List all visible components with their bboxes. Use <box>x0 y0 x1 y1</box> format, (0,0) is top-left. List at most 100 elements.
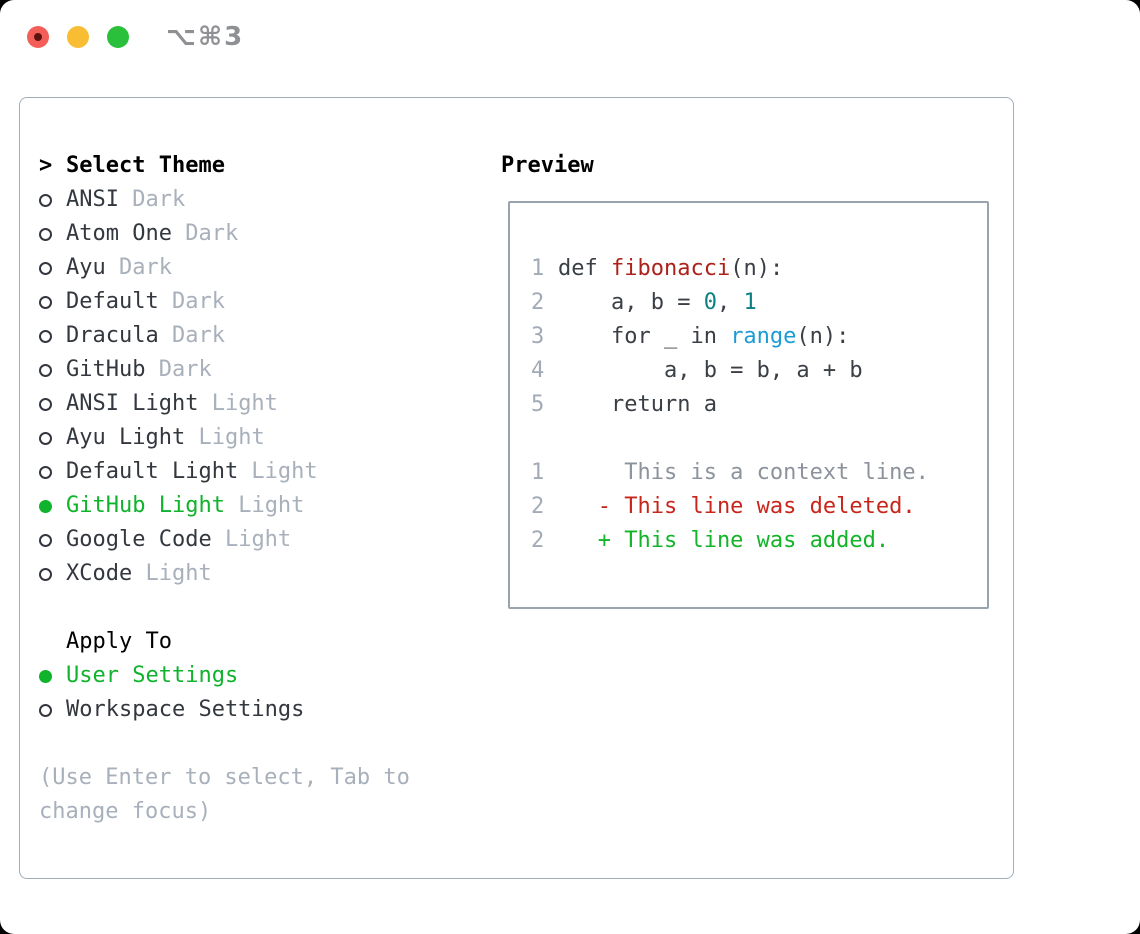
theme-option-xcode[interactable]: XCode Light <box>39 557 459 591</box>
code-line: 1 This is a context line. <box>531 455 987 489</box>
theme-variant-tag: Dark <box>158 323 225 348</box>
theme-option-ayu-light[interactable]: Ayu Light Light <box>39 421 459 455</box>
line-number: 1 <box>531 255 545 281</box>
radio-icon <box>39 567 66 581</box>
code-token: for _ in <box>558 323 731 349</box>
radio-icon <box>39 227 66 241</box>
theme-option-ayu[interactable]: Ayu Dark <box>39 251 459 285</box>
spacer <box>39 727 459 761</box>
theme-option-github[interactable]: GitHub Dark <box>39 353 459 387</box>
title-bar: ⌥⌘3 <box>0 0 1140 74</box>
code-token: fibonacci <box>610 255 731 281</box>
theme-option-default[interactable]: Default Dark <box>39 285 459 319</box>
apply-option-name: User Settings <box>66 663 239 688</box>
theme-variant-tag: Dark <box>171 221 239 246</box>
theme-name: Google Code <box>66 527 212 552</box>
radio-icon <box>39 397 66 411</box>
theme-option-default-light[interactable]: Default Light Light <box>39 455 459 489</box>
keyboard-hint: (Use Enter to select, Tab to change focu… <box>39 765 410 824</box>
code-token: range <box>730 323 797 349</box>
theme-option-ansi[interactable]: ANSI Dark <box>39 183 459 217</box>
theme-option-github-light[interactable]: GitHub Light Light <box>39 489 459 523</box>
radio-icon <box>39 193 66 207</box>
code-token: This is a context line. <box>558 459 929 485</box>
theme-name: GitHub Light <box>66 493 225 518</box>
minimize-button[interactable] <box>67 26 89 48</box>
apply-to-header: Apply To <box>39 625 459 659</box>
theme-name: Default Light <box>66 459 239 484</box>
line-number: 3 <box>531 323 545 349</box>
line-number: 2 <box>531 493 545 519</box>
theme-name: Dracula <box>66 323 159 348</box>
close-button[interactable] <box>27 26 49 48</box>
line-number: 2 <box>531 289 545 315</box>
code-token: 1 <box>743 289 757 315</box>
code-token: def <box>558 255 611 281</box>
radio-icon <box>39 329 66 343</box>
window-shortcut-hint: ⌥⌘3 <box>166 22 245 52</box>
theme-name: ANSI Light <box>66 391 199 416</box>
theme-variant-tag: Dark <box>105 255 172 280</box>
theme-option-ansi-light[interactable]: ANSI Light Light <box>39 387 459 421</box>
radio-icon <box>39 295 66 309</box>
code-line: 5 return a <box>531 387 987 421</box>
code-line: 2 + This line was added. <box>531 523 987 557</box>
code-line: 2 a, b = 0, 1 <box>531 285 987 319</box>
code-token: (n): <box>730 255 784 281</box>
radio-icon <box>39 703 66 717</box>
theme-variant-tag: Dark <box>145 357 212 382</box>
theme-variant-tag: Light <box>238 459 318 484</box>
theme-option-atom-one[interactable]: Atom One Dark <box>39 217 459 251</box>
radio-icon <box>39 261 66 275</box>
code-token: + This line was added. <box>558 527 890 553</box>
theme-variant-tag: Dark <box>118 187 186 212</box>
radio-icon <box>39 431 66 445</box>
select-theme-label: Select Theme <box>66 153 225 178</box>
theme-name: Ayu Light <box>66 425 186 450</box>
theme-variant-tag: Light <box>185 425 265 450</box>
selection-chevron-icon: > <box>39 153 53 178</box>
theme-name: Atom One <box>66 221 172 246</box>
code-line: 1 def fibonacci(n): <box>531 251 987 285</box>
code-line: 2 - This line was deleted. <box>531 489 987 523</box>
line-number: 4 <box>531 357 545 383</box>
code-line: 3 for _ in range(n): <box>531 319 987 353</box>
theme-name: Default <box>66 289 159 314</box>
spacer <box>39 591 459 625</box>
radio-selected-icon <box>39 669 66 683</box>
radio-icon <box>39 465 66 479</box>
select-theme-header: > Select Theme <box>39 149 459 183</box>
theme-option-dracula[interactable]: Dracula Dark <box>39 319 459 353</box>
code-token: a, b = <box>558 289 704 315</box>
theme-name: GitHub <box>66 357 146 382</box>
code-token: , <box>716 289 744 315</box>
theme-name: ANSI <box>66 187 119 212</box>
theme-variant-tag: Light <box>198 391 278 416</box>
theme-variant-tag: Light <box>132 561 212 586</box>
theme-name: XCode <box>66 561 133 586</box>
radio-icon <box>39 363 66 377</box>
line-number: 5 <box>531 391 545 417</box>
theme-variant-tag: Dark <box>158 289 225 314</box>
code-line <box>531 421 987 455</box>
theme-option-google-code[interactable]: Google Code Light <box>39 523 459 557</box>
code-token: a, b = b, a + b <box>558 357 863 383</box>
apply-option-user-settings[interactable]: User Settings <box>39 659 459 693</box>
theme-variant-tag: Light <box>211 527 292 552</box>
apply-to-label: Apply To <box>66 629 172 654</box>
line-number: 1 <box>531 459 545 485</box>
code-token: - This line was deleted. <box>558 493 916 519</box>
radio-icon <box>39 533 66 547</box>
theme-variant-tag: Light <box>224 493 305 518</box>
code-token: return a <box>558 391 717 417</box>
theme-name: Ayu <box>66 255 106 280</box>
zoom-button[interactable] <box>107 26 129 48</box>
code-token: (n): <box>796 323 850 349</box>
preview-title: Preview <box>501 153 594 178</box>
radio-selected-icon <box>39 499 66 513</box>
apply-option-workspace-settings[interactable]: Workspace Settings <box>39 693 459 727</box>
